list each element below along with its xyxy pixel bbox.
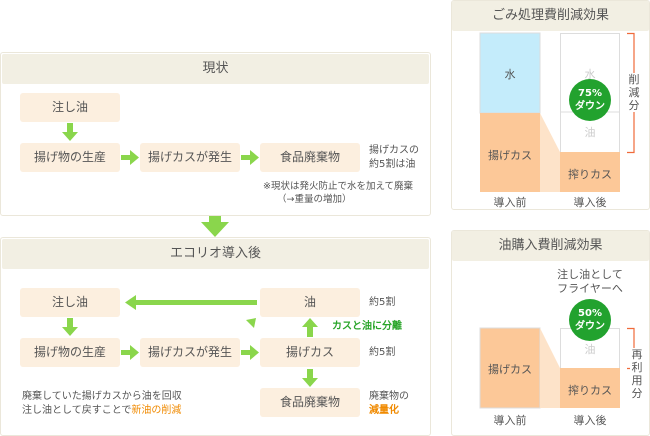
after-squeezed-segment (560, 152, 620, 192)
after-food-waste-box: 食品廃棄物 (260, 388, 360, 417)
arrow-right-icon (241, 345, 259, 360)
caption-line: フライヤーへ (557, 282, 623, 295)
bottom-note-line: 注し油として戻すことで新油の削減 (22, 404, 182, 418)
big-arrow-down-icon (201, 216, 229, 237)
label-before: 導入前 (493, 196, 527, 209)
waste-note-line: 廃棄物の (369, 391, 409, 402)
after-title: エコリオ導入後 (2, 239, 429, 269)
oil-label-before: 導入前 (493, 414, 527, 427)
before-kasu-segment (480, 113, 540, 192)
arrow-down-icon (302, 369, 318, 387)
reduction-badge: 75% ダウン (569, 79, 611, 121)
after-oil-box: 油 (260, 288, 360, 317)
current-pour-oil-box: 注し油 (20, 93, 120, 122)
oil-label-after: 導入後 (573, 414, 607, 427)
oil-reduction-badge: 50% ダウン (569, 299, 611, 341)
connector-shade (540, 113, 560, 192)
arrow-right-icon (121, 345, 139, 360)
arrow-down-icon (62, 123, 78, 141)
side-note-line: 揚げカスの (369, 145, 419, 156)
badge-down: ダウン (575, 101, 605, 112)
current-production-box: 揚げ物の生産 (20, 143, 120, 172)
oil-before-kasu-label: 揚げカス (488, 363, 532, 376)
label-after: 導入後 (573, 196, 607, 209)
bottom-note-highlight: 新油の削減 (131, 405, 182, 416)
arrow-left-icon (125, 295, 257, 310)
after-oil-label: 油 (584, 126, 596, 139)
arrow-down-icon (62, 318, 78, 336)
side-note-line: 約5割は油 (369, 159, 416, 170)
oil-ratio: 約5割 (369, 297, 396, 308)
footnote-line: （→重量の増加） (277, 194, 352, 205)
arrow-right-icon (241, 150, 259, 165)
after-kasu-box: 揚げカス (260, 338, 360, 367)
arrow-up-icon (302, 318, 318, 337)
current-food-waste-box: 食品廃棄物 (260, 143, 360, 172)
caption-line: 注し油として (557, 268, 623, 281)
oil-before-bar (479, 327, 541, 409)
before-water-label: 水 (504, 68, 516, 81)
arrow-diagonal-icon (240, 318, 256, 334)
oil-caption: 注し油として フライヤーへ (540, 268, 640, 296)
oil-after-squeezed-label: 搾りカス (568, 384, 612, 397)
waste-note-highlight: 減量化 (369, 405, 399, 416)
after-production-box: 揚げ物の生産 (20, 338, 120, 367)
badge-pct: 75% (578, 88, 602, 99)
connector-shade (540, 328, 560, 408)
after-pour-oil-box: 注し油 (20, 288, 120, 317)
bottom-note-text: 注し油として戻すことで (22, 405, 132, 416)
oil-bracket-label: 再利用分 (630, 348, 644, 400)
after-squeezed-label: 搾りカス (568, 168, 612, 181)
before-water-segment (479, 32, 541, 114)
separate-label: カスと油に分離 (332, 321, 402, 332)
after-panel: エコリオ導入後 (0, 237, 431, 436)
arrow-right-icon (121, 150, 139, 165)
badge-down: ダウン (575, 321, 605, 332)
after-waste-gen-box: 揚げカスが発生 (140, 338, 240, 367)
current-title: 現状 (2, 54, 429, 84)
current-waste-gen-box: 揚げカスが発生 (140, 143, 240, 172)
oil-after-oil-label: 油 (584, 343, 596, 356)
after-water-label: 水 (584, 68, 596, 81)
footnote-line: ※現状は発火防止で水を加えて廃棄 (263, 181, 413, 192)
current-footnote: ※現状は発火防止で水を加えて廃棄 （→重量の増加） (263, 180, 413, 206)
current-side-note: 揚げカスの 約5割は油 (369, 144, 419, 172)
waste-note: 廃棄物の 減量化 (369, 390, 409, 418)
kasu-ratio: 約5割 (369, 347, 396, 358)
garbage-chart-title: ごみ処理費削減効果 (452, 1, 649, 31)
bracket-label: 削減分 (627, 73, 641, 112)
bottom-note-line: 廃棄していた揚げカスから油を回収 (22, 391, 182, 402)
oil-after-squeezed (560, 368, 620, 408)
after-bottom-note: 廃棄していた揚げカスから油を回収 注し油として戻すことで新油の削減 (22, 390, 182, 418)
badge-pct: 50% (578, 308, 602, 319)
before-kasu-label: 揚げカス (488, 149, 532, 162)
